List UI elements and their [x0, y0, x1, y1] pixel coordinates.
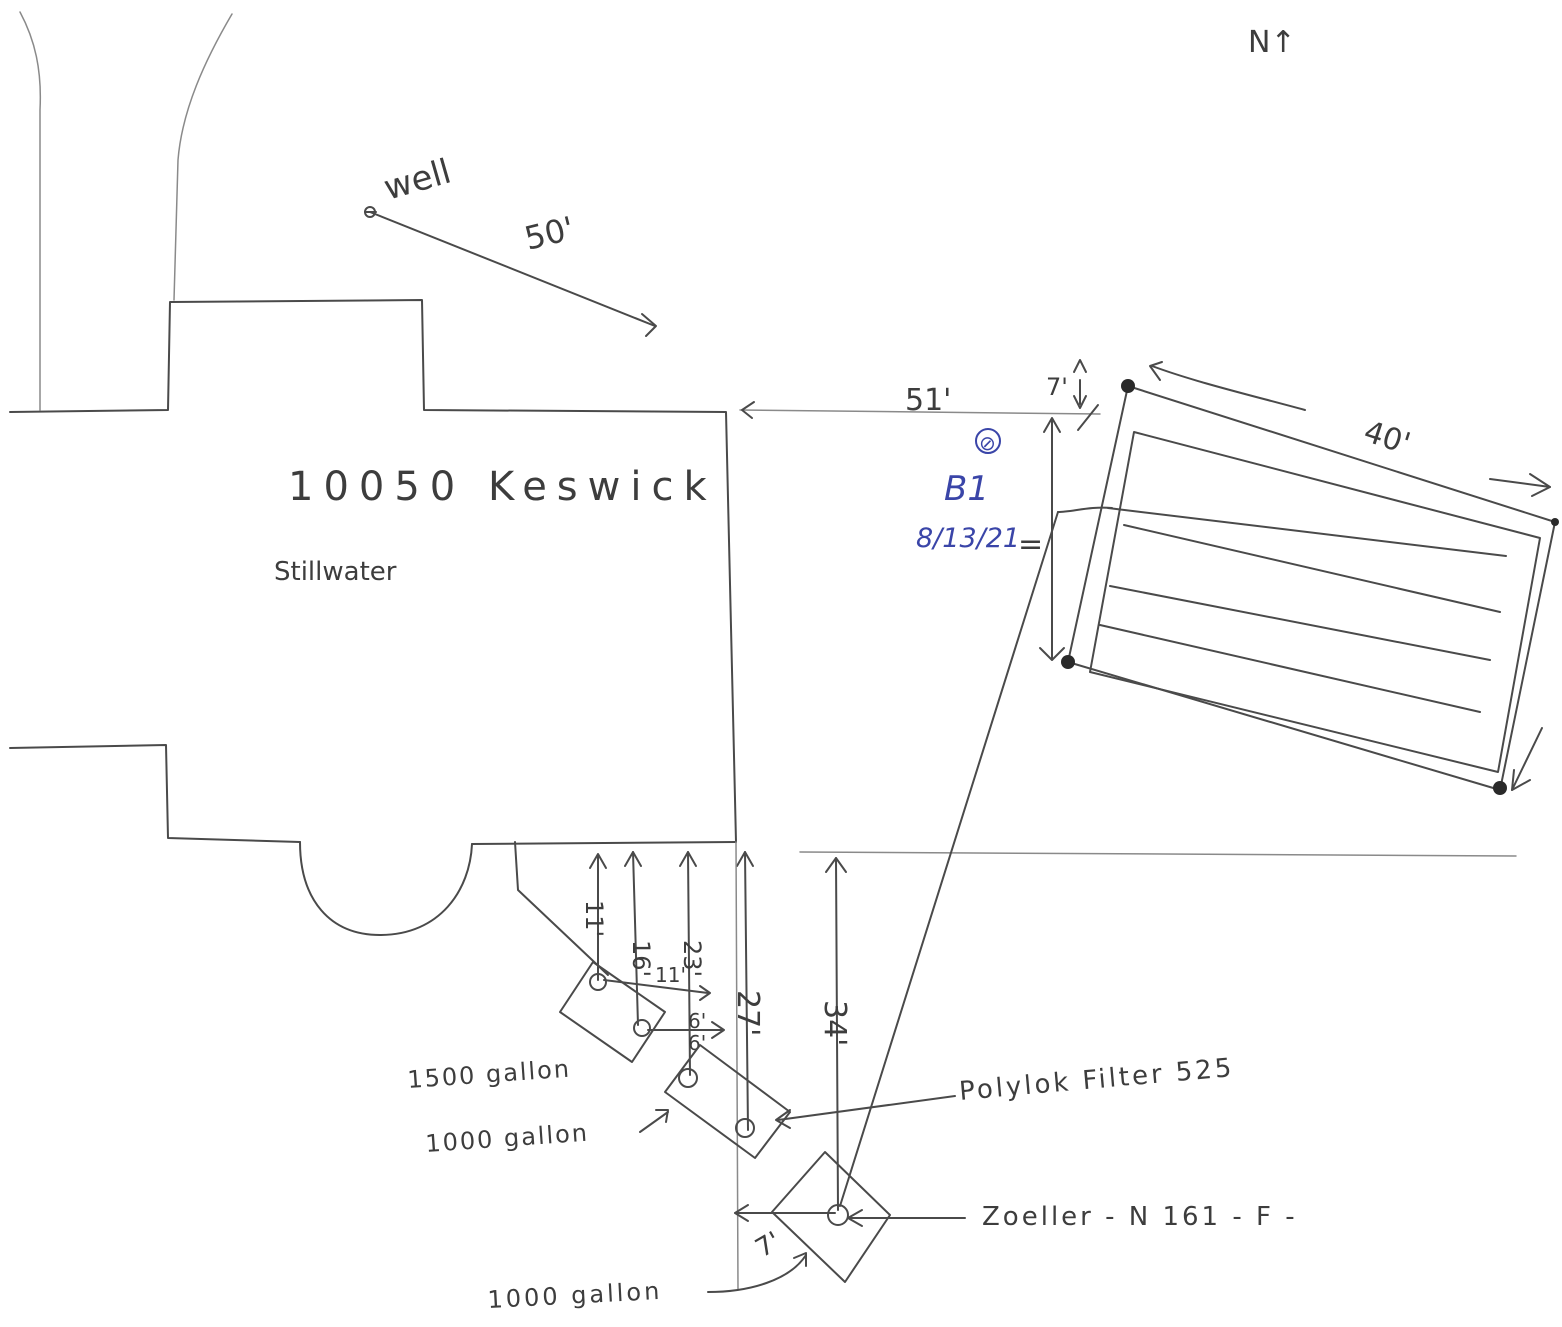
house-city-label: Stillwater	[274, 557, 397, 587]
drainfield	[1039, 359, 1559, 795]
supply-line	[839, 506, 1113, 1207]
tank-1000a-label: 1000 gallon	[424, 1119, 589, 1158]
dimension-label-6: 11'	[655, 963, 686, 987]
north-arrow-label: N↑	[1248, 25, 1296, 60]
house-outline	[9, 299, 1517, 976]
dimension-label-3: 23'	[678, 940, 706, 977]
dimension-lines	[589, 841, 847, 1291]
drainfield-offset-label: 7'	[1046, 373, 1068, 401]
filter-callout-label: Polylok Filter 525	[958, 1053, 1236, 1107]
dimension-label-8: 6'	[688, 1031, 706, 1055]
boring-id-label: B1	[944, 469, 989, 509]
boring-marks: =	[1018, 527, 1043, 562]
boring-marker	[975, 428, 1001, 454]
dimension-label-1: 11'	[580, 900, 608, 937]
drainfield-distance-label: 51'	[905, 383, 951, 418]
dimension-label-2: 16'	[627, 940, 655, 977]
tank-1500-label: 1500 gallon	[406, 1055, 571, 1094]
tank-1000-a	[664, 1044, 791, 1159]
tank-1000a-leader	[639, 1109, 669, 1133]
pump-callout-leader	[847, 1209, 966, 1227]
dimension-label-5: 34'	[817, 1000, 852, 1046]
tank-1000b-leader	[707, 1252, 807, 1293]
driveway-outline	[19, 11, 233, 411]
drainfield-distance-line	[739, 401, 1101, 419]
drainfield-length-label: 40'	[1360, 414, 1415, 462]
dimension-label-7: 6'	[688, 1009, 706, 1033]
boring-symbol: ⊘	[979, 431, 996, 455]
well-label: well	[379, 152, 455, 209]
dimension-label-4: 27'	[730, 990, 765, 1036]
house-address-label: 10050 Keswick	[288, 464, 717, 510]
filter-callout-leader	[775, 1095, 956, 1129]
boring-date-label: 8/13/21	[916, 523, 1020, 554]
dimension-label-9: 7'	[751, 1226, 787, 1264]
well-distance-label: 50'	[521, 209, 578, 258]
well-marker	[364, 206, 657, 337]
tank-1000b-label: 1000 gallon	[487, 1277, 663, 1314]
tank-1000-b	[771, 1151, 891, 1283]
tank-1500	[559, 961, 666, 1063]
pump-callout-label: Zoeller - N 161 - F -	[982, 1202, 1298, 1232]
